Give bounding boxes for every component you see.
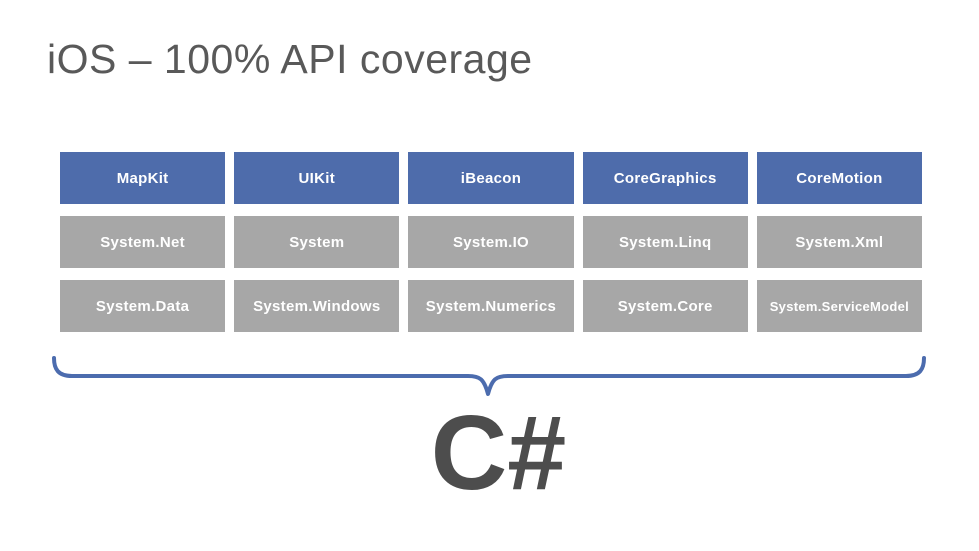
api-box-coremotion: CoreMotion	[756, 152, 922, 204]
api-box-coregraphics: CoreGraphics	[582, 152, 748, 204]
api-box-system: System	[234, 216, 400, 268]
api-box-system-core: System.Core	[582, 280, 748, 332]
api-box-system-numerics: System.Numerics	[408, 280, 574, 332]
api-box-system-servicemodel: System.ServiceModel	[756, 280, 922, 332]
csharp-label: C#	[430, 394, 567, 512]
api-box-system-io: System.IO	[408, 216, 574, 268]
api-box-system-net: System.Net	[60, 216, 226, 268]
api-box-system-xml: System.Xml	[756, 216, 922, 268]
api-box-uikit: UIKit	[234, 152, 400, 204]
slide-title: iOS – 100% API coverage	[47, 36, 533, 82]
api-box-ibeacon: iBeacon	[408, 152, 574, 204]
api-box-mapkit: MapKit	[60, 152, 226, 204]
api-box-system-linq: System.Linq	[582, 216, 748, 268]
curly-brace-path	[52, 356, 926, 396]
curly-brace-icon	[52, 356, 926, 396]
api-box-system-windows: System.Windows	[234, 280, 400, 332]
api-box-system-data: System.Data	[60, 280, 226, 332]
